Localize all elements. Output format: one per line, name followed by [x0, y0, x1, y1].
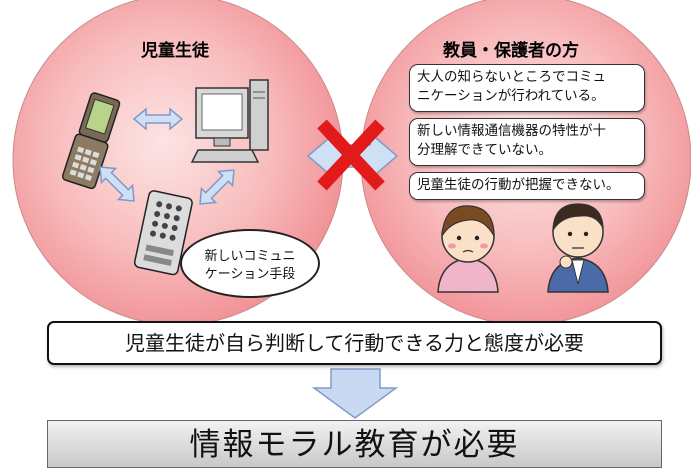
cross-mark-icon: [317, 119, 385, 191]
note-line-2: ケーション手段: [204, 267, 296, 282]
teacher-woman-icon: [437, 205, 499, 293]
mobile-phone-icon: [61, 92, 121, 190]
concern-bubble-2: 新しい情報通信機器の特性が十 分理解できていない。: [409, 118, 645, 166]
concern-1-line-1: 大人の知らないところでコミュ: [417, 69, 606, 85]
pc-tablet-arrow: [199, 169, 235, 205]
note-line-1: 新しいコミュニ: [204, 249, 296, 264]
tablet-device-icon: [133, 190, 193, 276]
concern-bubble-1: 大人の知らないところでコミュ ニケーションが行われている。: [409, 64, 645, 112]
teachers-title: 教員・保護者の方: [443, 41, 579, 61]
concern-bubble-3: 児童生徒の行動が把握できない。: [409, 172, 645, 200]
phone-tablet-arrow: [99, 166, 135, 202]
requirement-box: 児童生徒が自ら判断して行動できる力と態度が必要: [47, 321, 662, 365]
concern-2-line-1: 新しい情報通信機器の特性が十: [417, 123, 606, 139]
teacher-man-icon: [547, 203, 609, 293]
concern-1-line-2: ニケーションが行われている。: [417, 88, 605, 104]
desktop-computer-icon: [190, 79, 269, 163]
conclusion-box: 情報モラル教育が必要: [47, 420, 662, 468]
phone-pc-arrow: [132, 107, 184, 131]
students-title: 児童生徒: [141, 41, 209, 61]
concern-2-line-2: 分理解できていない。: [417, 142, 552, 158]
new-communication-note: 新しいコミュニ ケーション手段: [180, 229, 320, 298]
concern-3-line-1: 児童生徒の行動が把握できない。: [417, 177, 620, 193]
